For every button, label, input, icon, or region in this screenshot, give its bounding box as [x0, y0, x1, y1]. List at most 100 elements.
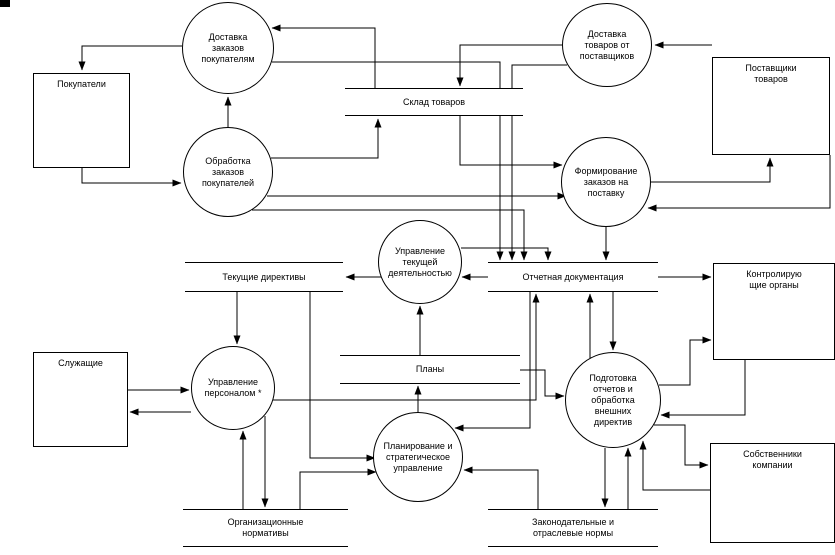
label-line: Законодательные и	[532, 517, 614, 527]
label-line: поставщиков	[579, 50, 635, 61]
label-line: компании	[752, 460, 793, 470]
store-label: Отчетная документация	[488, 272, 658, 283]
label-line: покупателям	[201, 53, 255, 64]
label-line: Подготовка	[589, 372, 637, 383]
entity-label: Покупатели	[34, 79, 129, 90]
process-label: Подготовка отчетов и обработка внешних д…	[566, 373, 660, 428]
label-line: Управление	[394, 245, 446, 256]
flow-p6-s3	[273, 293, 540, 401]
flow-e4-p7	[660, 360, 746, 419]
process-label: Доставка товаров от поставщиков	[563, 29, 651, 62]
label-line: Контролирую	[746, 269, 802, 279]
entity-suppliers: Поставщики товаров	[712, 57, 830, 155]
store-legal-industry-norms: Законодательные и отраслевые нормы	[488, 509, 658, 547]
label-line: товаров от	[584, 39, 630, 50]
process-deliver-goods-from-suppliers: Доставка товаров от поставщиков	[562, 3, 652, 87]
entity-label: Поставщики товаров	[713, 63, 829, 85]
label-line: Планы	[415, 364, 445, 374]
label-line: щие органы	[749, 280, 799, 290]
label-line: нормативы	[242, 528, 289, 538]
flow-p1-s3	[272, 61, 504, 261]
label-line: стратегическое	[385, 451, 450, 462]
flow-s6-p8	[463, 466, 539, 509]
label-line: заказов	[212, 166, 244, 177]
flow-e2-p4	[647, 155, 831, 212]
entity-company-owners: Собственники компании	[710, 443, 835, 543]
label-line: директив	[593, 416, 633, 427]
flow-p2-s1	[456, 44, 562, 87]
process-prepare-reports-external-directives: Подготовка отчетов и обработка внешних д…	[565, 352, 661, 448]
label-line: Управление	[207, 377, 259, 387]
label-line: Собственники	[743, 449, 802, 459]
entity-regulators: Контролирую щие органы	[713, 263, 835, 360]
flow-p7-e5	[654, 424, 709, 469]
label-line: управление	[393, 462, 443, 473]
label-line: Обработка	[205, 155, 251, 166]
label-line: персоналом *	[204, 388, 262, 398]
process-deliver-customer-orders: Доставка заказов покупателям	[182, 2, 274, 94]
process-label: Планирование и стратегическое управление	[374, 441, 462, 474]
flow-p4-e2	[651, 157, 774, 183]
label-line: заказов на	[583, 176, 629, 187]
process-label: Доставка заказов покупателям	[183, 32, 273, 65]
label-line: Покупатели	[57, 79, 106, 89]
label-line: Доставка	[208, 31, 248, 42]
label-line: отраслевые нормы	[532, 528, 614, 538]
flow-p1-e1	[78, 45, 182, 71]
entity-label: Собственники компании	[711, 449, 834, 471]
store-label: Склад товаров	[345, 97, 523, 108]
flow-s1-p1	[271, 24, 376, 88]
store-current-directives: Текущие директивы	[185, 262, 343, 292]
process-label: Управление текущей деятельностью	[379, 246, 461, 279]
flow-e1-p3	[81, 168, 182, 187]
flow-s4-p7	[520, 369, 565, 400]
entity-employees: Служащие	[33, 352, 128, 447]
store-label: Текущие директивы	[185, 272, 343, 283]
flow-p2-s3	[508, 64, 567, 261]
label-line: заказов	[212, 42, 244, 53]
label-line: Служащие	[58, 358, 103, 368]
flow-s3-p8	[454, 292, 531, 432]
corner-artifact	[0, 0, 10, 7]
label-line: Склад товаров	[402, 96, 466, 107]
process-planning-strategic-management: Планирование и стратегическое управление	[373, 412, 463, 502]
store-organizational-norms: Организационные нормативы	[183, 509, 348, 547]
flow-p7-e4	[659, 336, 712, 386]
label-line: покупателей	[201, 177, 255, 188]
entity-customers: Покупатели	[33, 73, 130, 168]
label-line: Формирование	[574, 165, 638, 176]
label-line: Текущие директивы	[222, 271, 306, 282]
process-process-customer-orders: Обработка заказов покупателей	[183, 127, 273, 217]
flow-e5-p7	[639, 440, 710, 491]
flow-p3-s3	[252, 209, 528, 261]
flow-p5-s3	[461, 247, 552, 261]
flow-s1-p4	[459, 116, 563, 169]
store-reporting-documentation: Отчетная документация	[488, 262, 658, 292]
store-label: Законодательные и отраслевые нормы	[488, 517, 658, 539]
entity-label: Служащие	[34, 358, 127, 369]
label-line: обработка	[591, 394, 635, 405]
label-line: деятельностью	[388, 267, 452, 278]
process-manage-personnel: Управление персоналом *	[191, 346, 275, 430]
flow-p3-s1	[271, 118, 382, 159]
process-label: Обработка заказов покупателей	[184, 156, 272, 189]
label-line: товаров	[754, 74, 788, 84]
process-label: Формирование заказов на поставку	[562, 166, 650, 199]
entity-label: Контролирую щие органы	[714, 269, 834, 291]
label-line: Поставщики	[745, 63, 797, 73]
label-line: внешних	[594, 405, 632, 416]
label-line: Организационные	[227, 517, 304, 527]
store-plans: Планы	[340, 355, 520, 384]
label-line: Доставка	[587, 28, 627, 39]
flow-s2-p8	[309, 292, 376, 462]
label-line: текущей	[402, 256, 438, 267]
store-label: Планы	[340, 364, 520, 375]
store-goods-warehouse: Склад товаров	[345, 88, 523, 116]
label-line: отчетов и	[593, 383, 633, 394]
label-line: Планирование и	[383, 440, 453, 451]
label-line: Отчетная документация	[522, 271, 624, 282]
process-form-supply-orders: Формирование заказов на поставку	[561, 137, 651, 227]
process-label: Управление персоналом *	[192, 377, 274, 399]
